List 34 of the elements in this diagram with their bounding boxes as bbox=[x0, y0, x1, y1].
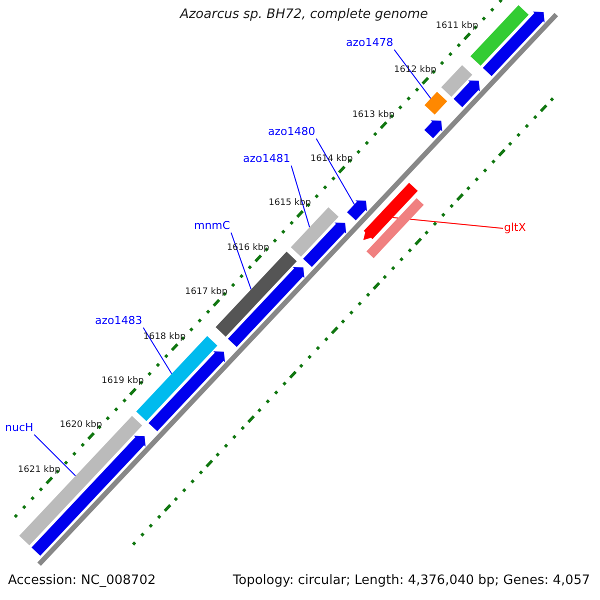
gene-label: gltX bbox=[504, 222, 526, 235]
gene-feature bbox=[363, 182, 418, 240]
leader-line bbox=[394, 49, 432, 99]
gene-feature bbox=[228, 267, 304, 347]
gene-feature bbox=[454, 80, 480, 108]
map-title: Azoarcus sp. BH72, complete genome bbox=[180, 8, 428, 23]
leader-line bbox=[392, 217, 504, 229]
gene-bar bbox=[290, 207, 339, 257]
accession-note: Accession: NC_008702 bbox=[8, 574, 156, 589]
gene-label: azo1480 bbox=[268, 126, 316, 139]
gene-label: azo1478 bbox=[346, 37, 394, 50]
leader-line bbox=[316, 138, 355, 205]
gene-label: nucH bbox=[5, 422, 34, 435]
scale-label: 1619 kbp bbox=[101, 376, 144, 386]
gene-label: azo1481 bbox=[243, 153, 290, 166]
gene-bar bbox=[441, 65, 472, 97]
gene-label: azo1483 bbox=[95, 315, 142, 328]
scale-label: 1617 kbp bbox=[185, 287, 228, 298]
leader-line bbox=[142, 327, 172, 374]
scale-label: 1613 kbp bbox=[352, 110, 395, 120]
gene-bar bbox=[366, 198, 424, 258]
gene-label: mnmC bbox=[194, 220, 230, 233]
gene-feature bbox=[482, 12, 545, 76]
leader-line bbox=[290, 165, 310, 228]
gene-feature bbox=[303, 222, 346, 267]
gene-feature bbox=[347, 200, 367, 220]
scale-label: 1611 kbp bbox=[436, 20, 478, 32]
scale-label: 1621 kbp bbox=[18, 464, 60, 476]
genome-summary: Topology: circular; Length: 4,376,040 bp; Genes: 4,057 bbox=[232, 574, 590, 589]
leader-line bbox=[34, 434, 76, 476]
gene-feature bbox=[148, 351, 225, 432]
gene-feature bbox=[424, 120, 442, 138]
gene-bar bbox=[424, 92, 448, 115]
scale-label: 1620 kbp bbox=[60, 420, 102, 431]
